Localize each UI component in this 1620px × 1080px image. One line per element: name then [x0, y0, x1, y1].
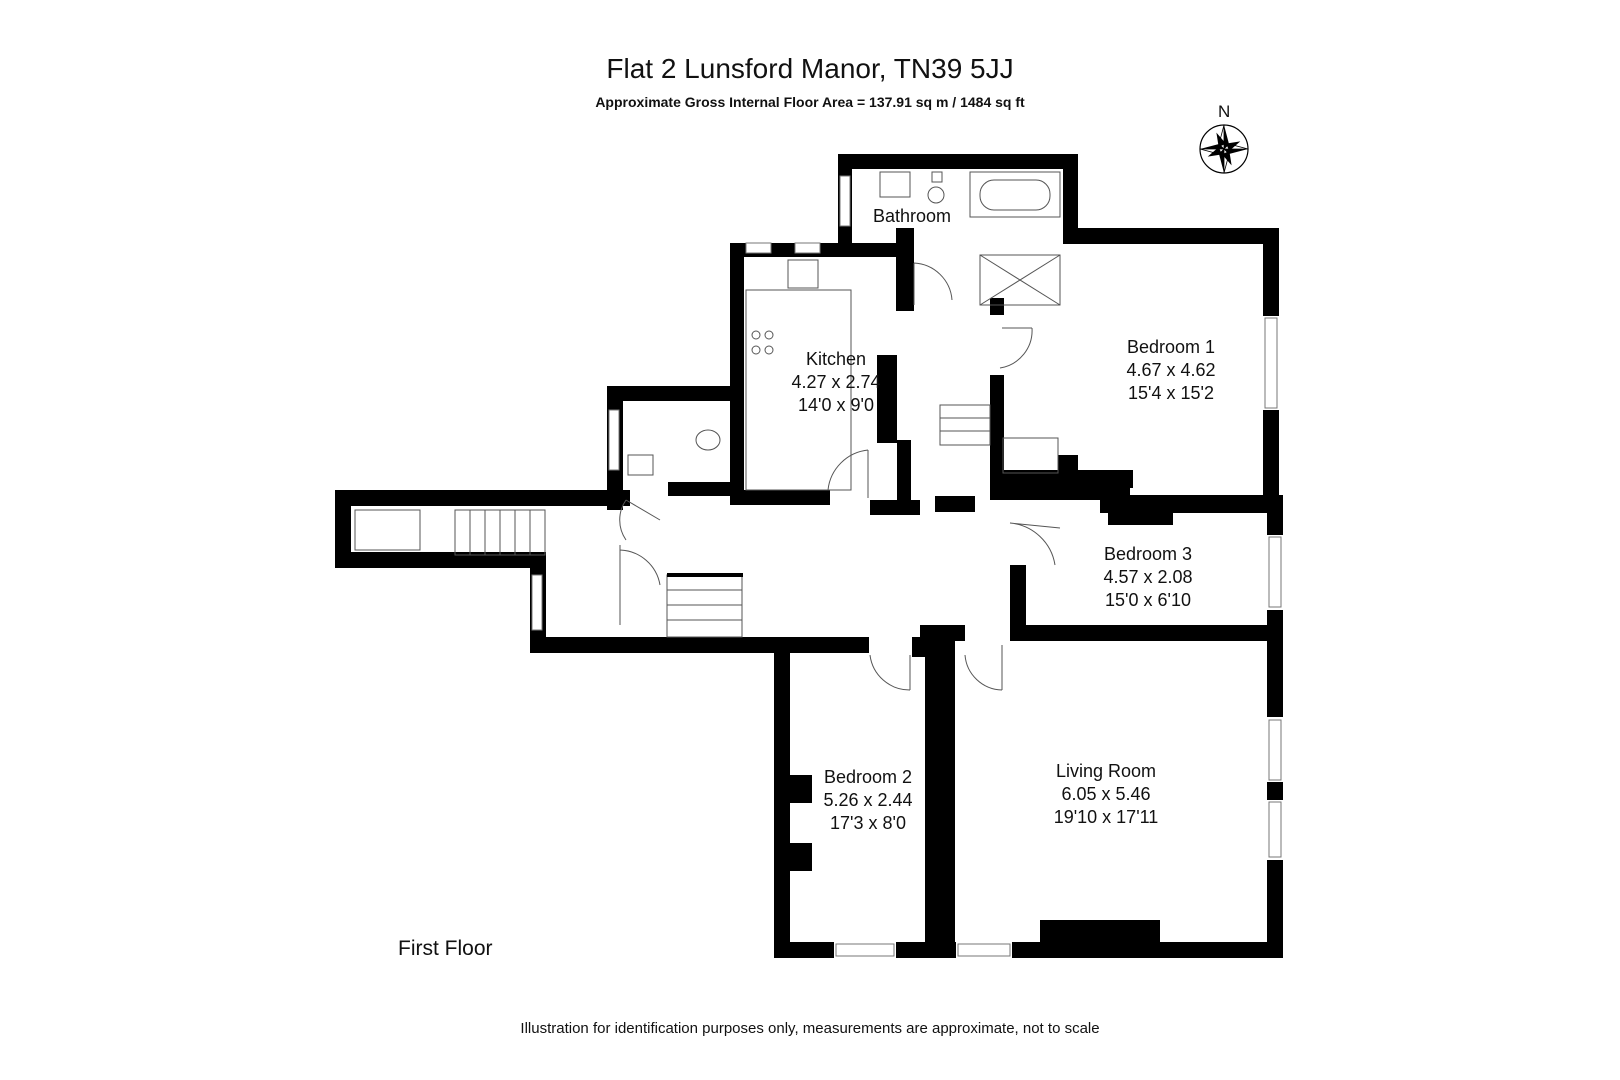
floor-label: First Floor	[398, 937, 493, 960]
room-dimensions-metric: 4.27 x 2.74	[791, 372, 881, 392]
room-dimensions-imperial: 17'3 x 8'0	[830, 813, 906, 833]
room-name: Bathroom	[872, 206, 952, 226]
room-name: Bedroom 3	[1103, 544, 1193, 564]
plan-title: Flat 2 Lunsford Manor, TN39 5JJ	[606, 53, 1014, 84]
kitchen-walls	[730, 243, 920, 515]
bedroom2-walls	[774, 637, 941, 958]
compass-north-label: N	[1218, 102, 1231, 121]
room-dimensions-metric: 4.67 x 4.62	[1126, 360, 1216, 380]
windows	[531, 175, 1282, 957]
room-dimensions-imperial: 15'0 x 6'10	[1105, 590, 1191, 610]
stair-lobby-walls	[335, 490, 780, 653]
living-room-walls	[896, 625, 1283, 958]
room-label-bedroom-3: Bedroom 3 4.57 x 2.08 15'0 x 6'10	[1103, 543, 1192, 612]
room-dimensions-metric: 5.26 x 2.44	[823, 790, 913, 810]
compass-rose-icon	[1199, 124, 1249, 174]
room-label-living-room: Living Room 6.05 x 5.46 19'10 x 17'11	[1054, 760, 1159, 829]
bedroom3-walls	[920, 495, 1283, 641]
room-dimensions-metric: 6.05 x 5.46	[1061, 784, 1151, 804]
room-label-bathroom: Bathroom	[873, 205, 951, 228]
door-swings	[619, 262, 1061, 691]
room-label-kitchen: Kitchen 4.27 x 2.74 14'0 x 9'0	[791, 348, 880, 417]
staircase	[354, 404, 991, 638]
bathroom-walls	[838, 154, 1078, 311]
room-dimensions-imperial: 14'0 x 9'0	[798, 395, 874, 415]
room-label-bedroom-2: Bedroom 2 5.26 x 2.44 17'3 x 8'0	[823, 766, 912, 835]
room-dimensions-metric: 4.57 x 2.08	[1103, 567, 1193, 587]
room-name: Kitchen	[805, 349, 867, 369]
floor-area-subtitle: Approximate Gross Internal Floor Area = …	[595, 94, 1025, 110]
bedroom1-walls	[935, 228, 1282, 525]
room-name: Bedroom 1	[1126, 337, 1216, 357]
room-dimensions-imperial: 15'4 x 15'2	[1128, 383, 1214, 403]
room-label-bedroom-1: Bedroom 1 4.67 x 4.62 15'4 x 15'2	[1126, 336, 1215, 405]
disclaimer-text: Illustration for identification purposes…	[520, 1020, 1100, 1037]
room-name: Living Room	[1055, 761, 1157, 781]
fixtures	[627, 171, 1061, 491]
room-name: Bedroom 2	[823, 767, 913, 787]
room-dimensions-imperial: 19'10 x 17'11	[1053, 807, 1159, 827]
